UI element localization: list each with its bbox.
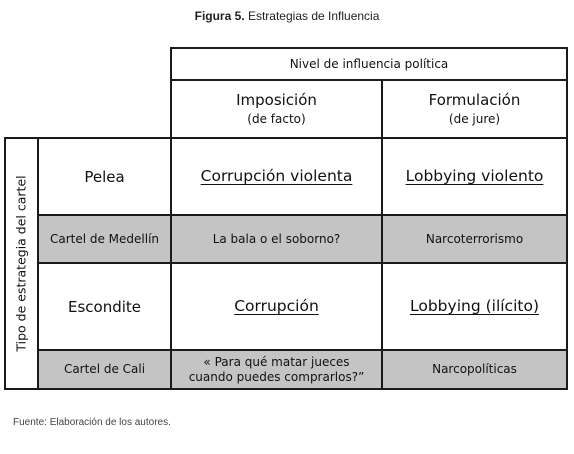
column-title: Formulación: [428, 91, 521, 110]
top-header-label: Nivel de influencia política: [289, 56, 449, 71]
top-header: Nivel de influencia política: [170, 47, 568, 81]
figure-title: Estrategias de Influencia: [247, 9, 380, 23]
cell-corrupcion-violenta: Corrupción violenta: [170, 137, 383, 216]
row-header-cartel-medellin: Cartel de Medellín: [37, 214, 172, 264]
cell-text: La bala o el soborno?: [212, 231, 341, 246]
cell-text: Narcopolíticas: [432, 362, 517, 377]
column-header-imposicion: Imposición (de facto): [170, 79, 383, 139]
cell-bala-soborno: La bala o el soborno?: [170, 214, 383, 264]
row-label: Cartel de Medellín: [49, 231, 160, 246]
cell-corrupcion: Corrupción: [170, 262, 383, 351]
figure-caption: Figura 5. Estrategias de Influencia: [0, 9, 574, 23]
cell-text: « Para qué matar jueces cuando puedes co…: [188, 355, 365, 384]
row-label: Cartel de Cali: [63, 362, 146, 377]
cell-text: Lobbying (ilícito): [410, 297, 539, 316]
column-subtitle: (de facto): [247, 112, 306, 127]
figure-label: Figura 5.: [194, 9, 245, 23]
column-header-formulacion: Formulación (de jure): [381, 79, 568, 139]
cell-text: Corrupción violenta: [200, 167, 353, 186]
row-header-escondite: Escondite: [37, 262, 172, 351]
cell-narcoterrorismo: Narcoterrorismo: [381, 214, 568, 264]
column-title: Imposición: [236, 91, 317, 110]
side-header: Tipo de estrategia del cartel: [4, 137, 39, 390]
cell-lobbying-violento: Lobbying violento: [381, 137, 568, 216]
cell-quote-jueces: « Para qué matar jueces cuando puedes co…: [170, 349, 383, 390]
row-label: Pelea: [84, 167, 125, 186]
column-subtitle: (de jure): [448, 112, 501, 127]
cell-narcopoliticas: Narcopolíticas: [381, 349, 568, 390]
row-label: Escondite: [67, 297, 142, 316]
cell-text: Corrupción: [234, 297, 319, 316]
source-note: Fuente: Elaboración de los autores.: [13, 417, 171, 428]
cell-text: Lobbying violento: [405, 167, 544, 186]
side-header-label: Tipo de estrategia del cartel: [14, 175, 30, 352]
cell-text: Narcoterrorismo: [425, 231, 524, 246]
row-header-cartel-cali: Cartel de Cali: [37, 349, 172, 390]
row-header-pelea: Pelea: [37, 137, 172, 216]
cell-lobbying-ilicito: Lobbying (ilícito): [381, 262, 568, 351]
